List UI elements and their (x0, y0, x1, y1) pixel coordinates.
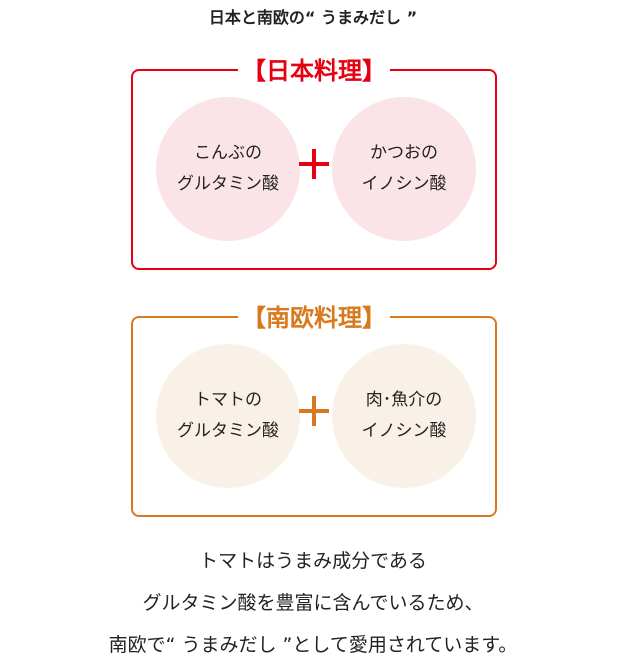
footer-line: 南欧で“ うまみだし ”として愛用されています。 (108, 634, 518, 656)
plus-icon (299, 149, 329, 179)
meat-fish-inosinate-circle: 肉･魚介の イノシン酸 (332, 344, 476, 488)
circle-line: かつおの (370, 143, 438, 163)
circle-line: 肉･魚介の (365, 390, 443, 410)
kombu-glutamate-circle: こんぶの グルタミン酸 (156, 97, 300, 241)
circle-line: トマトの (194, 390, 262, 410)
circle-line: グルタミン酸 (177, 421, 279, 441)
japanese-cuisine-box: 【日本料理】 こんぶの グルタミン酸 かつおの イノシン酸 (131, 57, 497, 270)
southern-european-cuisine-label: 【南欧料理】 (133, 298, 495, 333)
circle-line: こんぶの (194, 143, 262, 163)
footer-line: グルタミン酸を豊富に含んでいるため、 (142, 592, 484, 614)
circle-line: イノシン酸 (361, 174, 447, 194)
page-title: 日本と南欧の“ うまみだし ” (208, 8, 418, 27)
southern-european-cuisine-title: 【南欧料理】 (238, 304, 390, 332)
japanese-cuisine-title: 【日本料理】 (238, 57, 390, 85)
southern-european-cuisine-box: 【南欧料理】 トマトの グルタミン酸 肉･魚介の イノシン酸 (131, 304, 497, 517)
katsuo-inosinate-circle: かつおの イノシン酸 (332, 97, 476, 241)
footer-line: トマトはうまみ成分である (199, 550, 427, 572)
circle-line: グルタミン酸 (177, 174, 279, 194)
japanese-cuisine-label: 【日本料理】 (133, 51, 495, 86)
circle-line: イノシン酸 (361, 421, 447, 441)
tomato-glutamate-circle: トマトの グルタミン酸 (156, 344, 300, 488)
footer-text: トマトはうまみ成分である グルタミン酸を豊富に含んでいるため、 南欧で“ うまみ… (0, 540, 626, 657)
plus-icon (299, 396, 329, 426)
